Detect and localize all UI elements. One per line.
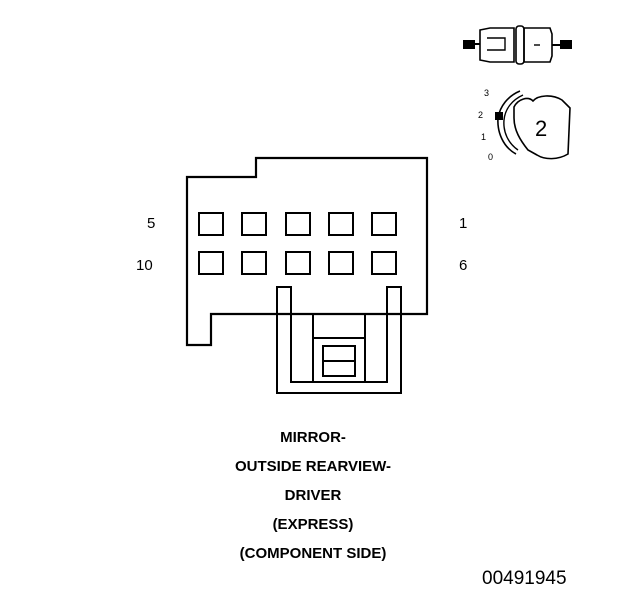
cavity [241, 212, 267, 236]
cavity [241, 251, 267, 275]
view-position-3: 3 [484, 88, 490, 98]
pin-label-6: 6 [459, 257, 468, 274]
cavity [198, 212, 224, 236]
connector-side-view-icon [463, 25, 572, 65]
view-position-1: 1 [481, 132, 487, 142]
cavity [285, 212, 311, 236]
view-position-icon [495, 90, 571, 160]
cavity [328, 212, 354, 236]
caption-line-2: OUTSIDE REARVIEW- [234, 458, 392, 475]
cavity [371, 212, 397, 236]
caption-line-3: DRIVER [284, 487, 342, 504]
caption-line-4: (EXPRESS) [272, 516, 354, 533]
view-position-0: 0 [488, 152, 494, 162]
cavity [328, 251, 354, 275]
connector-number: 2 [535, 116, 548, 141]
cavity-row-bottom [198, 251, 397, 275]
pin-label-10: 10 [136, 257, 153, 274]
cavity-row-top [198, 212, 397, 236]
locking-tab [276, 286, 402, 394]
connector-housing [185, 156, 429, 347]
caption-line-5: (COMPONENT SIDE) [239, 545, 387, 562]
view-position-2: 2 [478, 110, 484, 120]
cavity [285, 251, 311, 275]
pin-label-1: 1 [459, 215, 468, 232]
caption-line-1: MIRROR- [280, 429, 346, 446]
cavity [371, 251, 397, 275]
part-number: 00491945 [482, 568, 567, 589]
pin-label-5: 5 [147, 215, 156, 232]
cavity [198, 251, 224, 275]
